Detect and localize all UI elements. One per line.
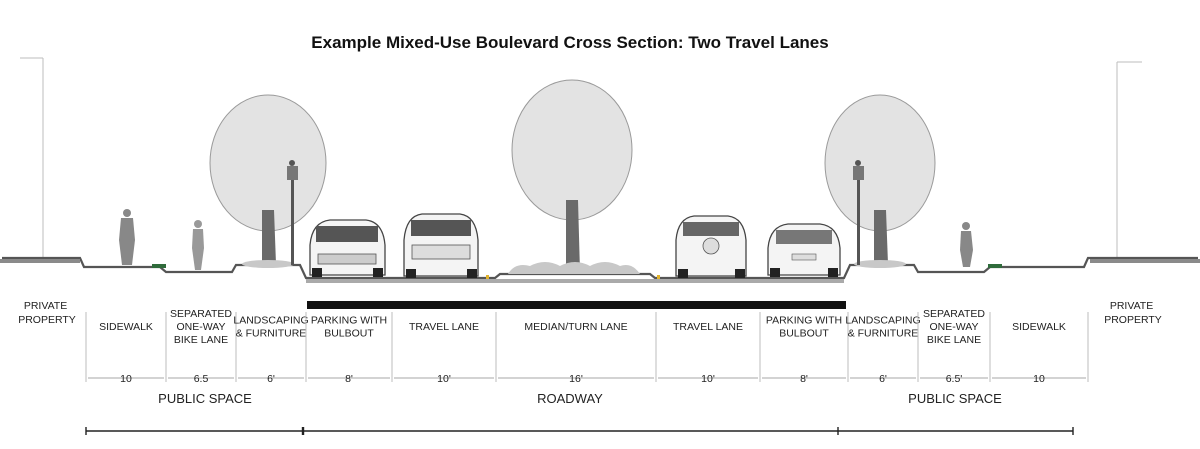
segment-7: TRAVEL LANE 10' [655,312,758,385]
diagram-title: Example Mixed-Use Boulevard Cross Sectio… [311,33,828,52]
segment-width: 10 [120,373,132,385]
zone-public-space-left: PUBLIC SPACE [158,391,252,406]
car-icon [403,213,479,278]
zone-public-space-right: PUBLIC SPACE [908,391,1002,406]
median-tree-icon [508,79,640,274]
car-icon [309,219,386,277]
segment-label: SIDEWALK [1012,321,1066,333]
segment-1: SIDEWALK 10 [85,312,164,385]
private-property-left-label: PRIVATE PROPERTY [18,300,76,326]
segment-label: MEDIAN/TURN LANE [524,321,627,333]
car-icon [675,215,747,278]
street-lamp-icon [287,160,298,265]
bike-buffer-left [152,264,166,268]
segment-11: SIDEWALK 10 [989,312,1086,385]
segment-width: 6.5 [194,373,209,385]
segment-label: TRAVEL LANE [409,321,479,333]
segment-width: 6' [267,373,275,385]
segment-width: 10' [437,373,451,385]
segment-label: LANDSCAPING& FURNITURE [233,315,308,340]
segment-width: 6' [879,373,887,385]
building-outline-right [1116,61,1142,258]
segment-6: MEDIAN/TURN LANE 16' [495,312,654,385]
segment-label: SIDEWALK [99,321,153,333]
segment-3: LANDSCAPING& FURNITURE 6' [233,312,309,385]
segment-width: 8' [345,373,353,385]
bike-buffer-right [988,264,1002,268]
street-lamp-icon [853,160,864,265]
zone-roadway: ROADWAY [537,391,603,406]
zone-bracket [85,427,1074,435]
segment-label: TRAVEL LANE [673,321,743,333]
tree-icon [209,94,327,268]
building-outline-left [20,57,44,258]
private-property-right-label: PRIVATE PROPERTY [1104,300,1162,326]
segment-width: 8' [800,373,808,385]
segment-width: 10 [1033,373,1045,385]
car-icon [767,223,841,277]
roadway-bar [307,301,846,309]
segment-label: LANDSCAPING& FURNITURE [845,315,920,340]
pedestrian-icon [119,209,135,265]
cyclist-icon [192,220,204,270]
segment-5: TRAVEL LANE 10' [391,312,494,385]
pedestrian-icon [960,222,973,267]
segment-width: 16' [569,373,583,385]
segment-width: 10' [701,373,715,385]
tree-icon [824,94,936,268]
segment-9: LANDSCAPING& FURNITURE 6' [845,312,921,385]
segment-width: 6.5' [946,373,963,385]
